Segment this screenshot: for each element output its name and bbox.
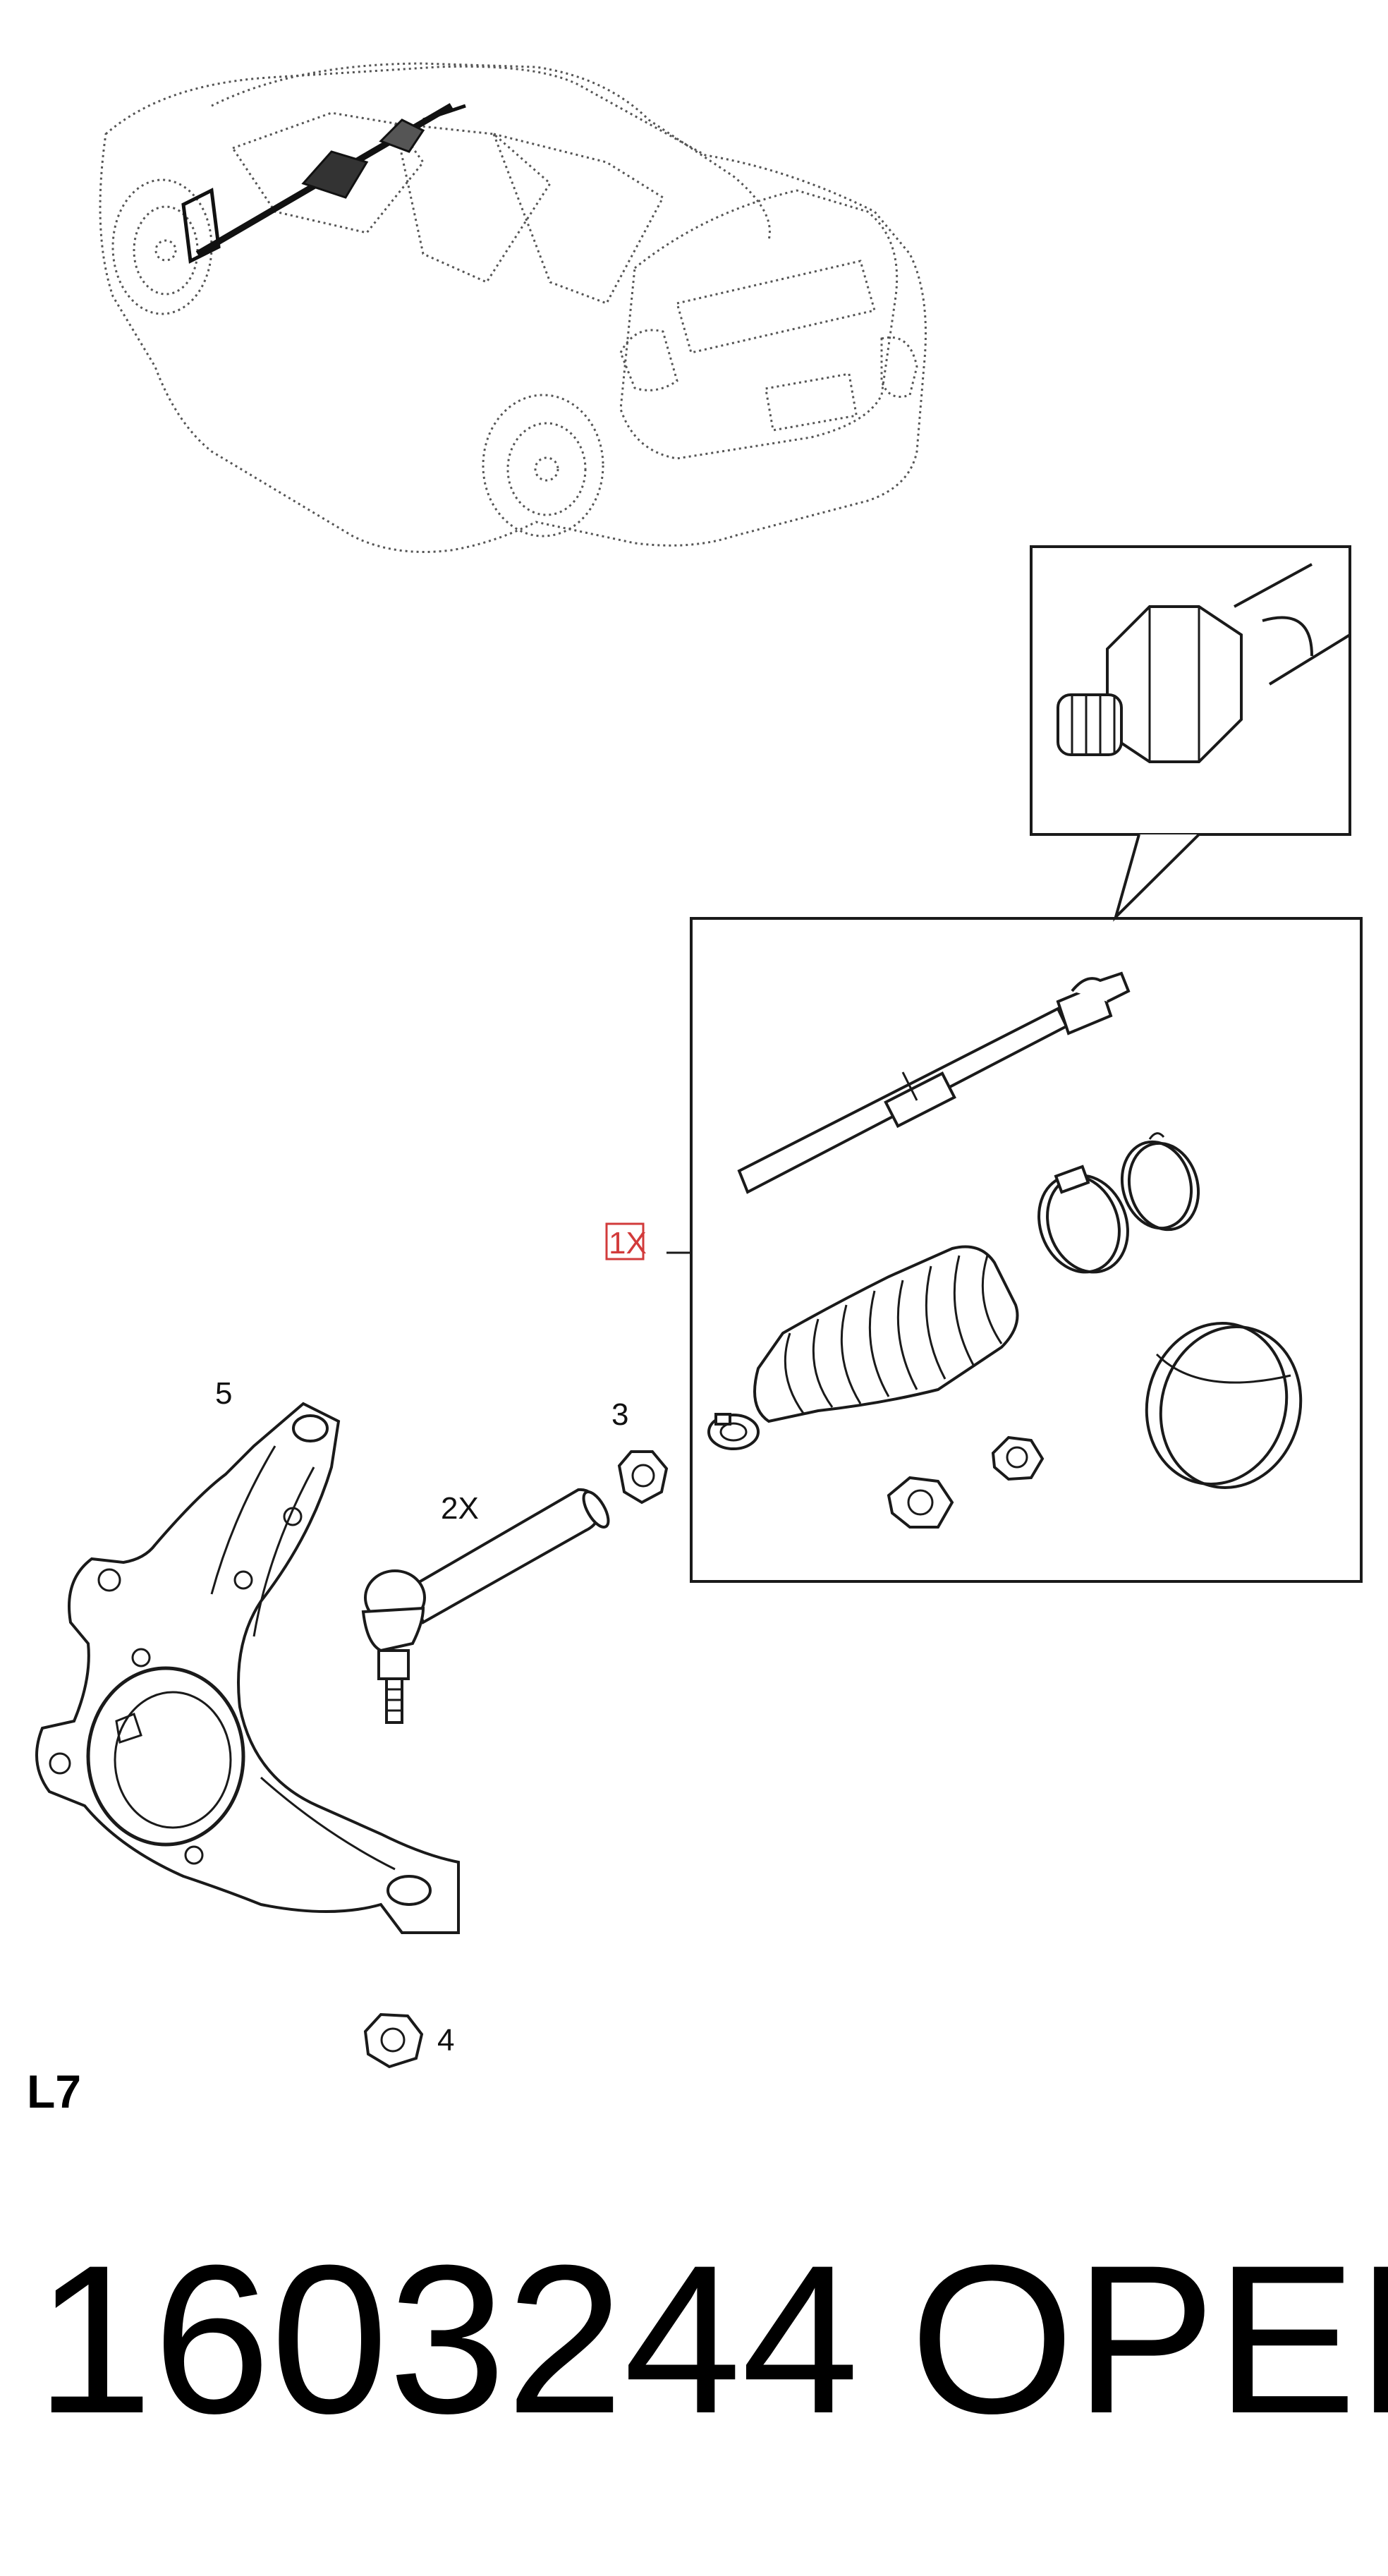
lock-nut-a [887, 1476, 954, 1529]
callout-item-2[interactable]: 2X [441, 1491, 479, 1526]
lock-nut-b [991, 1435, 1045, 1481]
part-number: 1603244 [35, 2220, 859, 2457]
rear-wheel-icon [482, 394, 604, 537]
hex-nut-item-4 [363, 2012, 424, 2069]
band-clamp-large [1037, 1165, 1129, 1274]
seal-ring [1145, 1322, 1303, 1489]
steering-boot [753, 1245, 1019, 1423]
front-wheel-icon [111, 178, 213, 315]
hex-nut-item-3 [617, 1450, 669, 1505]
small-clamp [707, 1413, 760, 1450]
steering-rack-highlight [181, 103, 466, 264]
brand-name: OPEL [910, 2220, 1388, 2457]
tie-rod-kit-box [666, 917, 1363, 1583]
diagram-code: L7 [27, 2065, 81, 2118]
inner-tie-rod [737, 971, 1131, 1194]
callout-1-group[interactable]: 1X [605, 1222, 647, 1260]
callout-item-3[interactable]: 3 [611, 1397, 628, 1432]
callout-item-5[interactable]: 5 [215, 1376, 232, 1411]
tie-rod-end [361, 1488, 610, 1724]
callout-item-1[interactable]: 1X [609, 1226, 647, 1260]
tie-rod-thread-detail-inset [1030, 545, 1351, 922]
callout-item-4[interactable]: 4 [437, 2023, 454, 2058]
steering-knuckle [35, 1402, 460, 1934]
vehicle-overview-illustration [99, 62, 927, 553]
band-clamp-wire [1120, 1132, 1200, 1232]
